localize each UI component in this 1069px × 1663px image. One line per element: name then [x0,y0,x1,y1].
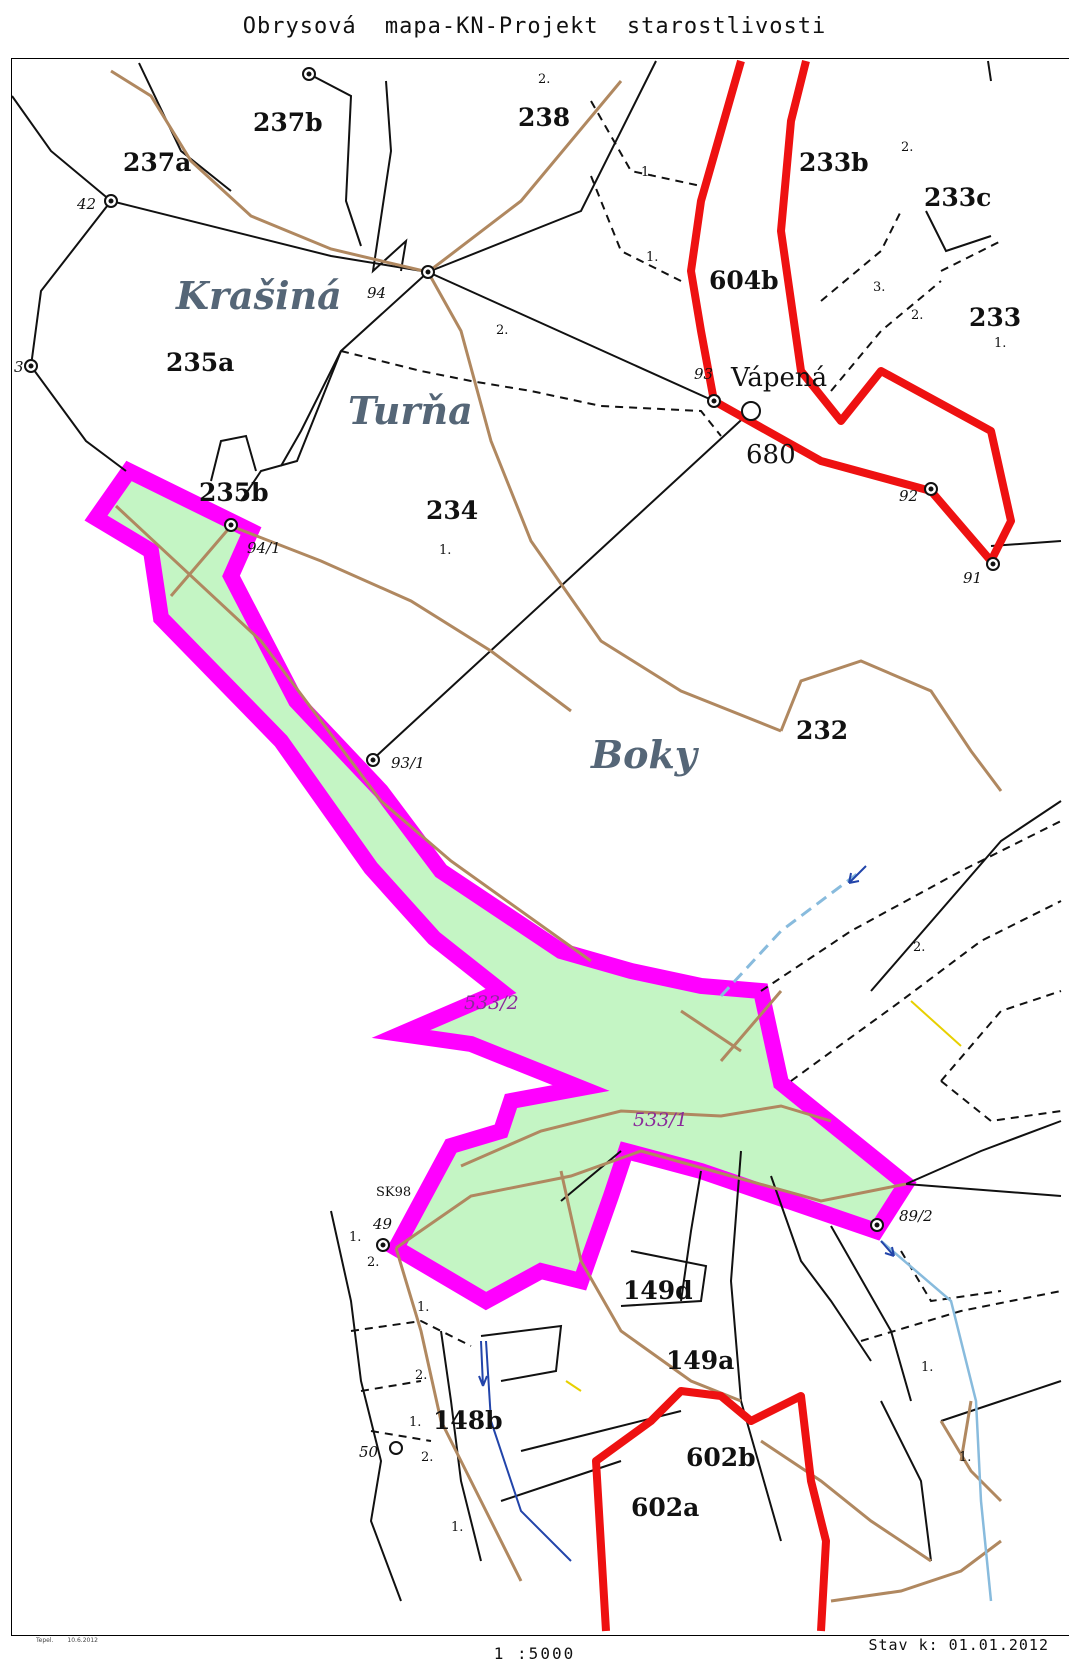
stand-label: 233c [924,183,991,212]
footer-left: Tepel. 10.6.2012 [36,1637,112,1644]
point-label: 94 [367,284,386,302]
stand-label: 232 [796,716,848,745]
parcel-boundaries [12,60,1062,1602]
svg-text:2.: 2. [901,140,913,155]
stand-label: 148b [433,1406,503,1435]
stand-label: 234 [426,496,478,525]
svg-text:2.: 2. [911,308,923,323]
scale-label: 1 :5000 [493,1644,576,1663]
village-point-label: 680 [746,440,796,470]
svg-text:1.: 1. [959,1450,971,1465]
svg-text:1.: 1. [417,1300,429,1315]
locality-names: Krašiná Turňa Boky [175,273,700,777]
svg-text:2.: 2. [496,323,508,338]
svg-text:1.: 1. [349,1230,361,1245]
point-label: 92 [899,487,918,505]
stand-label: 149a [666,1346,734,1375]
svg-text:2.: 2. [421,1450,433,1465]
map-frame[interactable]: 237a 237b 238 235a 235b 234 233b 233c 23… [11,58,1069,1636]
stand-label: 604b [709,266,779,295]
dashed-boundaries [340,100,1062,1442]
village-name: Vápená [730,363,827,393]
stand-label: 235b [199,478,269,507]
point-label: 50 [359,1443,379,1461]
stand-labels: 237a 237b 238 235a 235b 234 233b 233c 23… [123,103,1021,1522]
svg-text:1.: 1. [409,1415,421,1430]
locality-name: Turňa [348,388,473,433]
survey-point-labels: 42 94 93 92 91 94/1 93/1 89/2 49 50 3 [14,195,982,1461]
flow-arrows [478,865,895,1387]
svg-text:2.: 2. [367,1255,379,1270]
point-label: 94/1 [247,539,281,557]
project-area-polygon[interactable] [84,460,917,1311]
point-label: 42 [76,195,96,213]
forest-roads [110,69,1003,1603]
point-label: 93/1 [391,754,425,772]
stand-label: 238 [518,103,570,132]
svg-text:1.: 1. [439,543,451,558]
locality-name: Boky [590,732,700,777]
svg-text:1.: 1. [921,1360,933,1375]
stand-label: 237a [123,148,191,177]
parcel-label: 533/1 [633,1109,688,1131]
map-canvas[interactable]: 237a 237b 238 235a 235b 234 233b 233c 23… [12,59,1069,1636]
streams [485,869,993,1602]
svg-text:1.: 1. [994,336,1006,351]
stand-label: 602a [631,1493,699,1522]
map-title: Obrysová mapa-KN-Projekt starostlivosti [242,14,827,39]
point-label: 93 [694,365,713,383]
locality-name: Krašiná [175,273,342,318]
stand-label: 235a [166,348,234,377]
stand-label: 149d [623,1276,693,1305]
survey-points [24,67,1000,1455]
footer-label: Tepel. [36,1637,54,1644]
svg-text:1.: 1. [451,1520,463,1535]
svg-text:2.: 2. [913,940,925,955]
stand-label: 233 [969,303,1021,332]
point-label: 49 [372,1215,393,1233]
stand-label: 602b [686,1443,756,1472]
point-label: 91 [963,569,982,587]
state-date: Stav k: 01.01.2012 [868,1636,1049,1654]
stand-label: 233b [799,148,869,177]
project-area[interactable] [84,460,917,1311]
point-label: 3 [14,358,24,376]
svg-text:2.: 2. [415,1368,427,1383]
marker-label: SK98 [376,1185,411,1200]
svg-text:1.: 1. [646,250,658,265]
svg-text:3.: 3. [873,280,885,295]
parcel-label: 533/2 [464,992,519,1014]
point-label: 89/2 [899,1207,933,1225]
sub-stand-labels: 2. 1. 3. 1. 2. 2. 1. 2. 1. 2. 1. 1. 2. 1… [349,72,1006,1535]
svg-text:2.: 2. [538,72,550,87]
red-boundaries [592,59,1015,1632]
svg-text:1.: 1. [641,165,653,180]
footer-date: 10.6.2012 [67,1637,98,1644]
stand-label: 237b [253,108,323,137]
